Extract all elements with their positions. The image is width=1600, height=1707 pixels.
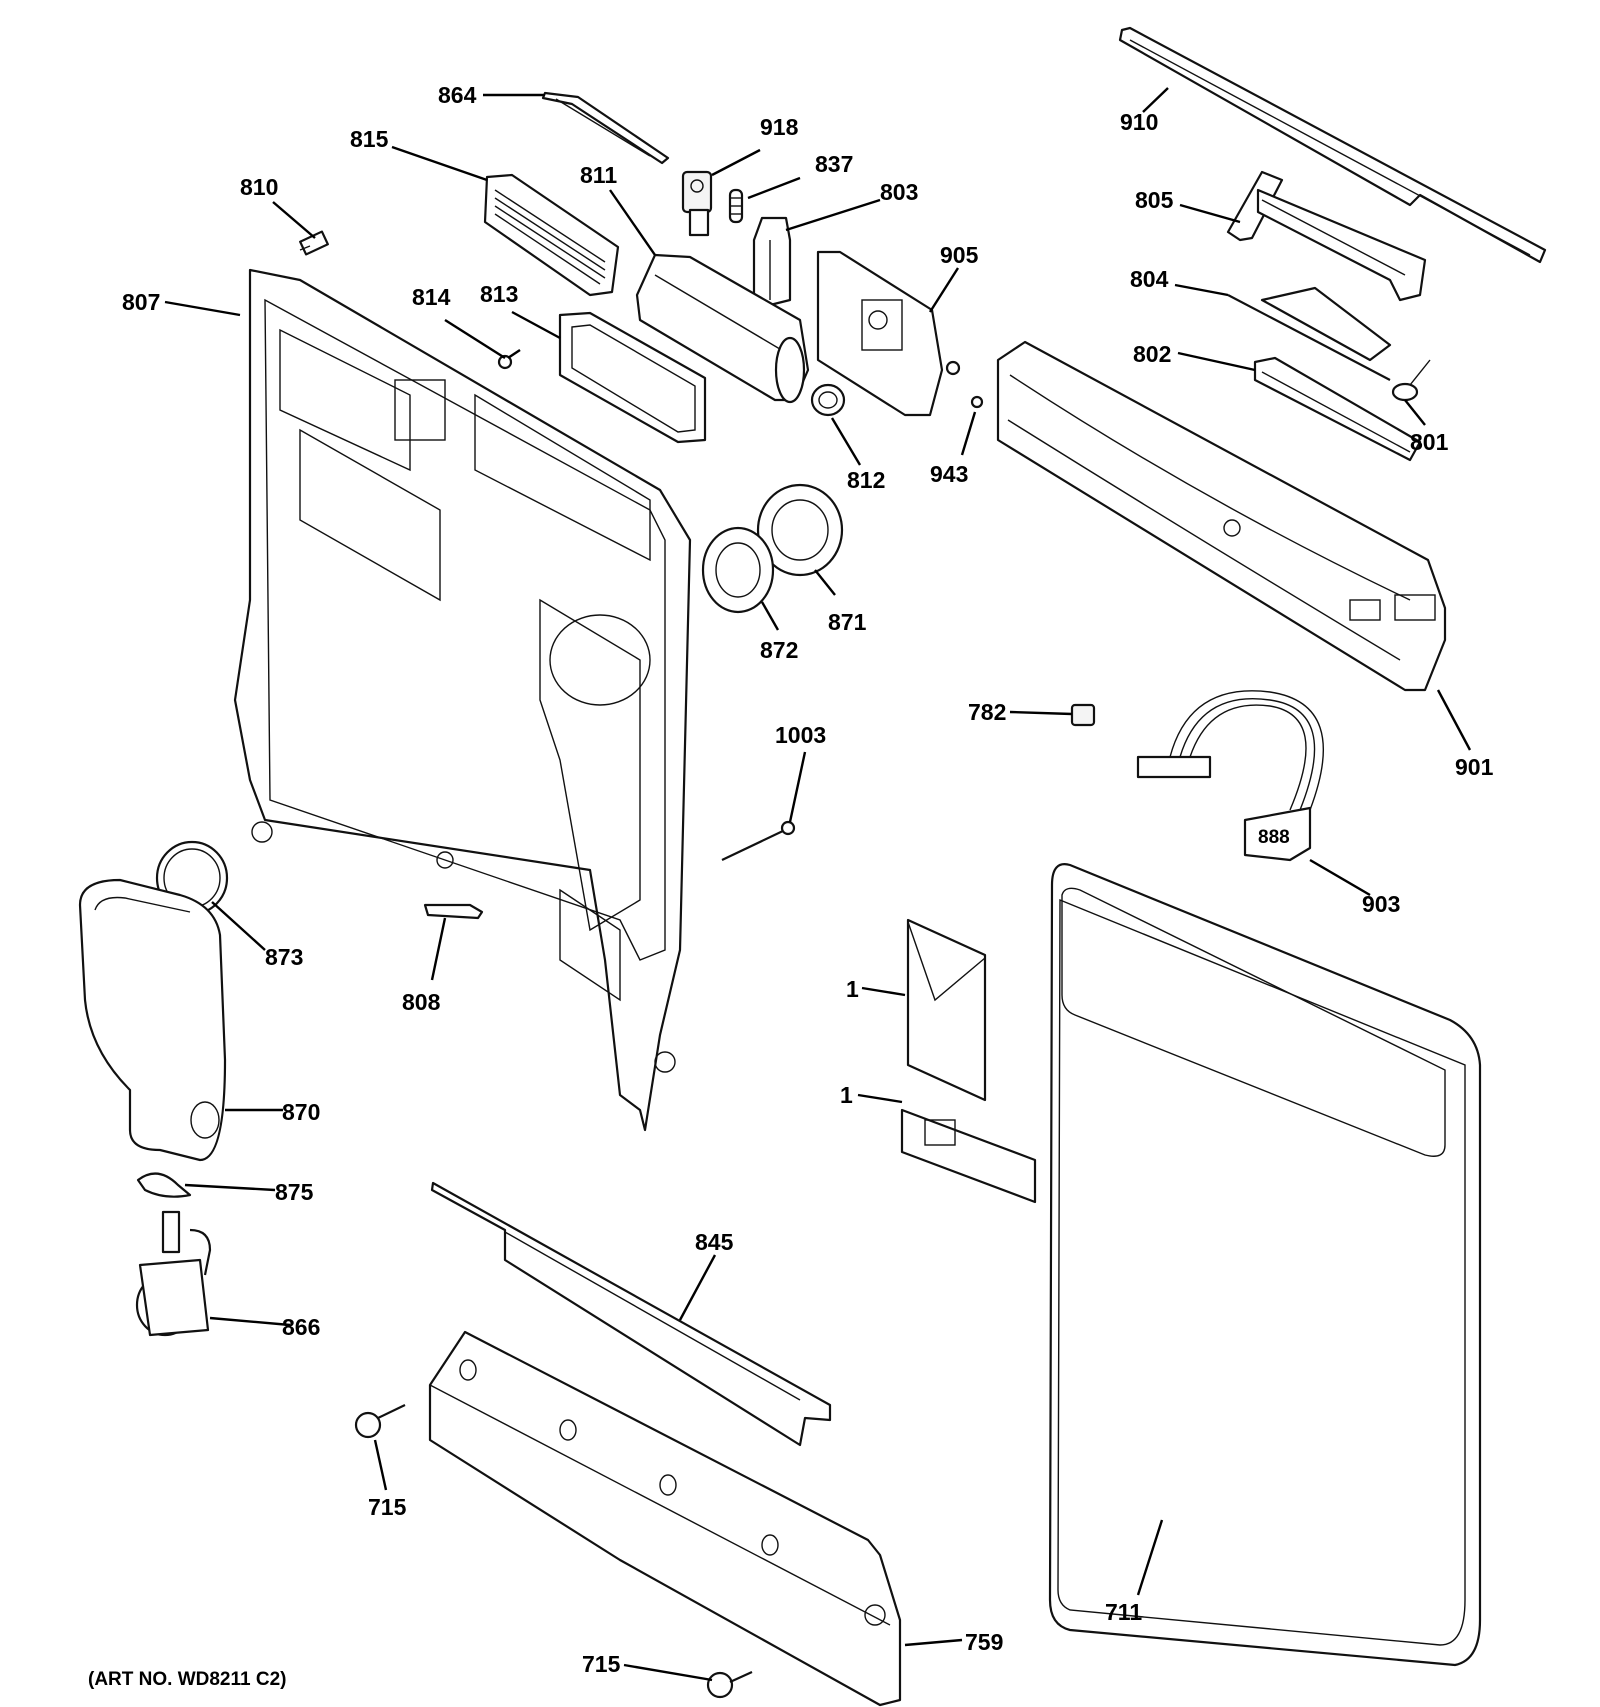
part-845-strip — [430, 1181, 832, 1447]
part-870-cover — [78, 878, 227, 1162]
label-866: 866 — [282, 1314, 320, 1340]
part-812-knob — [810, 383, 846, 417]
label-808: 808 — [402, 989, 441, 1015]
label-871: 871 — [828, 609, 867, 635]
label-1-label: 1 — [840, 1082, 853, 1108]
part-811-dispenser — [635, 253, 810, 404]
label-943: 943 — [930, 461, 968, 487]
part-837-spring — [728, 188, 744, 224]
callout-labels: 864 918 837 803 815 811 810 807 814 813 … — [88, 82, 1494, 1690]
part-1-label — [900, 1108, 1037, 1204]
label-803: 803 — [880, 179, 918, 205]
label-801: 801 — [1410, 429, 1449, 455]
part-943-screw — [970, 395, 984, 409]
part-782-connector — [1070, 703, 1096, 727]
part-804-rod — [1227, 286, 1392, 381]
label-875: 875 — [275, 1179, 314, 1205]
label-910: 910 — [1120, 109, 1158, 135]
label-759: 759 — [965, 1629, 1003, 1655]
label-813: 813 — [480, 281, 518, 307]
leader-lines — [164, 87, 1472, 1682]
part-864-bar — [541, 91, 670, 165]
label-805: 805 — [1135, 187, 1174, 213]
label-782: 782 — [968, 699, 1006, 725]
part-903-harness: 888 — [1136, 690, 1324, 862]
part-813-gasket — [558, 311, 707, 444]
label-810: 810 — [240, 174, 278, 200]
label-715-lower: 715 — [582, 1651, 621, 1677]
part-805-bracket — [1226, 170, 1427, 302]
label-802: 802 — [1133, 341, 1171, 367]
label-918: 918 — [760, 114, 799, 140]
part-875-clamp — [136, 1172, 192, 1198]
label-845: 845 — [695, 1229, 734, 1255]
label-837: 837 — [815, 151, 853, 177]
part-1-envelope — [906, 918, 987, 1102]
part-810-screw — [299, 230, 329, 256]
part-910-rail — [1118, 26, 1547, 264]
label-872: 872 — [760, 637, 798, 663]
label-905: 905 — [940, 242, 979, 268]
part-715-screw-upper — [354, 1404, 406, 1439]
part-871-ring — [756, 483, 844, 577]
part-759-kickpanel — [428, 1330, 902, 1707]
art-number: (ART NO. WD8211 C2) — [88, 1669, 286, 1690]
label-811: 811 — [580, 162, 617, 188]
part-815-vent — [483, 173, 620, 297]
label-870: 870 — [282, 1099, 320, 1125]
svg-text:888: 888 — [1258, 827, 1290, 848]
label-807: 807 — [122, 289, 160, 315]
part-801-spring — [1391, 359, 1431, 402]
part-808-piece — [423, 903, 484, 920]
label-1-envelope: 1 — [846, 976, 859, 1002]
label-815: 815 — [350, 126, 389, 152]
label-715-upper: 715 — [368, 1494, 407, 1520]
part-807-inner-door — [233, 268, 692, 1132]
part-802-hinge — [1253, 356, 1422, 462]
part-814-screw — [497, 349, 521, 370]
part-803-switch — [752, 216, 792, 307]
part-872-ring — [701, 526, 775, 614]
label-1003: 1003 — [775, 722, 826, 748]
label-711: 711 — [1105, 1599, 1142, 1625]
label-864: 864 — [438, 82, 477, 108]
part-711-outer-door — [1048, 863, 1482, 1667]
part-1003-screw — [721, 820, 796, 861]
part-901-console — [996, 340, 1447, 692]
part-715-screw-lower — [706, 1670, 753, 1699]
label-903: 903 — [1362, 891, 1400, 917]
label-814: 814 — [412, 284, 451, 310]
label-804: 804 — [1130, 266, 1169, 292]
part-866-valve — [135, 1210, 212, 1337]
part-918-switch — [681, 170, 713, 237]
label-812: 812 — [847, 467, 885, 493]
part-905-control-board — [816, 250, 961, 417]
label-901: 901 — [1455, 754, 1494, 780]
label-873: 873 — [265, 944, 303, 970]
